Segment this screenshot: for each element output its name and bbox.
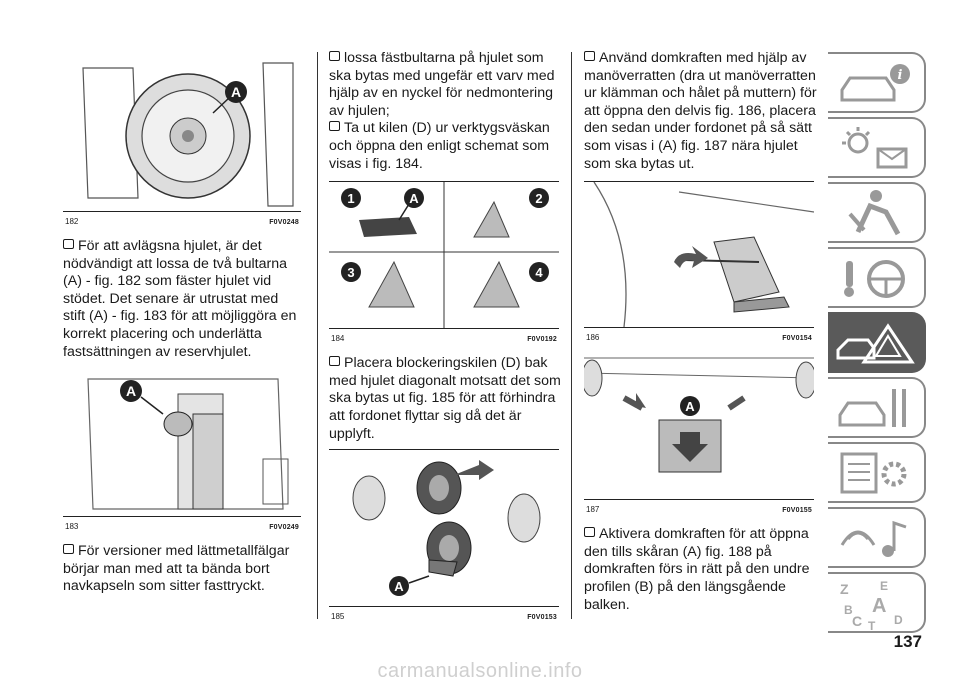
paragraph: För versioner med lättmetallfälgar börja… bbox=[63, 543, 290, 595]
label-a-187: A bbox=[685, 399, 695, 414]
figure-code: F0V0248 bbox=[269, 219, 299, 226]
figure-number: 184 bbox=[331, 334, 345, 344]
column-2: lossa fästbultarna på hjulet som ska byt… bbox=[329, 0, 561, 621]
chock-placement-illustration: A bbox=[329, 450, 559, 607]
svg-text:i: i bbox=[898, 68, 903, 83]
jack-illustration bbox=[584, 182, 814, 328]
figure-code: F0V0249 bbox=[269, 524, 299, 532]
figure-code: F0V0192 bbox=[527, 336, 557, 344]
tab-safety[interactable] bbox=[828, 182, 926, 243]
multimedia-icon bbox=[840, 520, 907, 557]
spare-wheel-illustration: A bbox=[63, 58, 301, 211]
column-divider bbox=[317, 52, 318, 619]
safety-airbag-icon bbox=[848, 190, 901, 236]
figure-code: F0V0154 bbox=[782, 335, 812, 343]
svg-text:C: C bbox=[852, 613, 862, 629]
watermark: carmanualsonline.info bbox=[377, 660, 583, 682]
jack-position-illustration: A bbox=[584, 348, 814, 500]
label-a-184: A bbox=[409, 191, 419, 206]
step-4-label: 4 bbox=[535, 265, 543, 280]
svg-text:T: T bbox=[868, 619, 876, 631]
step-3-label: 3 bbox=[347, 265, 354, 280]
paragraph: lossa fästbultarna på hjulet som ska byt… bbox=[329, 50, 555, 119]
tab-driving[interactable] bbox=[828, 247, 926, 308]
tab-technical-data[interactable] bbox=[828, 442, 926, 503]
column-1: A 182 F0V0248 För att avlägsna hjulet, ä… bbox=[63, 0, 303, 596]
figure-number: 187 bbox=[586, 505, 600, 515]
label-a-182: A bbox=[231, 84, 241, 100]
tab-maintenance[interactable] bbox=[828, 377, 926, 438]
figure-182: A 182 F0V0248 bbox=[63, 58, 301, 226]
driving-steering-icon bbox=[844, 260, 905, 298]
emergency-warning-icon bbox=[836, 323, 915, 364]
svg-text:A: A bbox=[872, 595, 886, 617]
bullet-icon bbox=[584, 51, 595, 61]
tab-index[interactable]: Z E B A C T D bbox=[828, 572, 926, 633]
wheel-chock-steps-illustration: 1 A 2 3 4 bbox=[329, 182, 559, 329]
tab-emergency[interactable] bbox=[828, 312, 926, 373]
figure-number: 182 bbox=[65, 217, 79, 226]
paragraph: Aktivera domkraften för att öppna den ti… bbox=[584, 526, 810, 613]
figure-186: 186 F0V0154 bbox=[584, 181, 814, 342]
figure-number: 183 bbox=[65, 522, 79, 532]
technical-data-icon bbox=[840, 452, 907, 494]
tab-car-info[interactable]: i bbox=[828, 52, 926, 113]
figure-187: A 187 F0V0155 bbox=[584, 348, 814, 514]
svg-text:B: B bbox=[844, 603, 853, 617]
tab-dashboard[interactable] bbox=[828, 117, 926, 178]
svg-text:D: D bbox=[894, 613, 903, 627]
column-divider bbox=[571, 52, 572, 619]
dashboard-lights-icon bbox=[842, 127, 908, 169]
figure-185: A 185 F0V0153 bbox=[329, 449, 559, 621]
maintenance-icon bbox=[838, 389, 906, 427]
step-2-label: 2 bbox=[535, 191, 542, 206]
label-a-183: A bbox=[126, 383, 136, 399]
figure-183: A 183 F0V0249 bbox=[63, 369, 301, 531]
paragraph: Använd domkraften med hjälp av manöverra… bbox=[584, 50, 817, 172]
paragraph: Placera blockeringskilen (D) bak med hju… bbox=[329, 355, 561, 442]
svg-text:E: E bbox=[880, 579, 888, 593]
figure-code: F0V0153 bbox=[527, 614, 557, 622]
paragraph: Ta ut kilen (D) ur verktygsväskan och öp… bbox=[329, 120, 550, 172]
bullet-icon bbox=[329, 51, 340, 61]
bullet-icon bbox=[63, 239, 74, 249]
wheel-mount-illustration: A bbox=[63, 369, 301, 517]
bullet-icon bbox=[63, 544, 74, 555]
step-1-label: 1 bbox=[347, 191, 354, 206]
car-info-icon: i bbox=[840, 64, 910, 102]
tab-multimedia[interactable] bbox=[828, 507, 926, 568]
bullet-icon bbox=[329, 121, 340, 132]
index-icon: Z E B A C T D bbox=[840, 579, 903, 633]
figure-number: 185 bbox=[331, 612, 345, 622]
figure-code: F0V0155 bbox=[782, 507, 812, 515]
bullet-icon bbox=[329, 356, 340, 367]
label-a-185: A bbox=[394, 579, 404, 594]
figure-number: 186 bbox=[586, 333, 600, 343]
bullet-icon bbox=[584, 527, 595, 538]
figure-184: 1 A 2 3 4 184 F0V0192 bbox=[329, 181, 559, 343]
svg-text:Z: Z bbox=[840, 581, 849, 597]
page-number: 137 bbox=[893, 632, 922, 651]
paragraph: För att avlägsna hjulet, är det nödvändi… bbox=[63, 238, 297, 360]
column-3: Använd domkraften med hjälp av manöverra… bbox=[584, 0, 819, 614]
